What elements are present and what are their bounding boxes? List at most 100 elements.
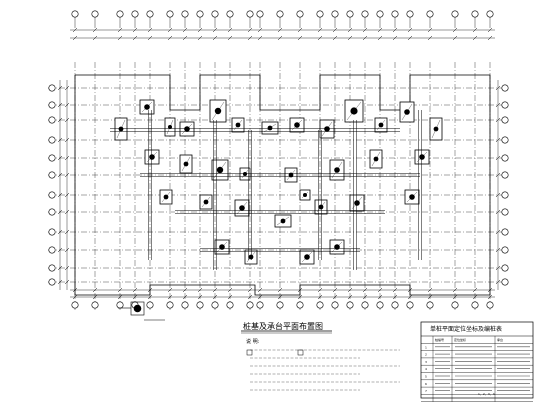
dimension-tick [117, 294, 123, 300]
dimension-tick [72, 294, 78, 300]
pile-cap-hatch [401, 103, 413, 121]
axis-bubble-bottom [376, 301, 384, 309]
dimension-tick [392, 287, 398, 293]
dimension-tick [92, 35, 98, 41]
dimension-tick [297, 27, 303, 33]
dimension-tick [197, 35, 203, 41]
dimension-tick [427, 27, 433, 33]
dimension-tick [392, 27, 398, 33]
dimension-tick [427, 35, 433, 41]
axis-bubble-top [486, 10, 494, 18]
axis-bubble-top [426, 10, 434, 18]
dimension-tick [257, 294, 263, 300]
tie-beams [110, 110, 422, 270]
dimension-tick [64, 137, 70, 143]
dimension-tick [487, 35, 493, 41]
axis-bubble-left [48, 246, 56, 254]
axis-bubble-left [48, 136, 56, 144]
dimension-tick [332, 27, 338, 33]
dimension-tick [182, 35, 188, 41]
dimension-tick [212, 27, 218, 33]
table-footer: 1、2、3、4 [478, 392, 495, 396]
dimension-tick [64, 102, 70, 108]
dimension-tick [64, 172, 70, 178]
dimension-tick [57, 209, 63, 215]
dimension-tick [64, 117, 70, 123]
axis-bubble-right [501, 228, 509, 236]
axis-bubble-left [48, 208, 56, 216]
axis-bubble-left [48, 278, 56, 286]
pile-cap-hatch [213, 161, 227, 179]
dimension-tick [182, 287, 188, 293]
dimension-tick [487, 27, 493, 33]
axis-bubble-bottom [196, 301, 204, 309]
axis-bubble-bottom [116, 301, 124, 309]
dimension-tick [472, 287, 478, 293]
dimension-tick [57, 172, 63, 178]
dimension-tick [247, 294, 253, 300]
axis-bubble-top [246, 10, 254, 18]
table-header-cell: 承台 [497, 337, 503, 342]
dimension-tick [57, 279, 63, 285]
axis-bubble-top [256, 10, 264, 18]
table-title: 单桩平面定位坐标及编桩表 [430, 325, 502, 333]
pile-cap-hatch [181, 156, 191, 172]
dimension-tick [347, 27, 353, 33]
pile-cap-hatch [236, 201, 248, 215]
pile-cap-hatch [181, 123, 193, 135]
axis-bubble-top [71, 10, 79, 18]
dimension-tick [167, 294, 173, 300]
table-row-number: 6 [425, 382, 427, 386]
pile-caps [114, 99, 443, 265]
axis-bubble-left [48, 228, 56, 236]
table-row-number: 1 [425, 345, 427, 349]
axis-bubble-right [501, 191, 509, 199]
dimension-tick [92, 287, 98, 293]
dimension-tick [227, 287, 233, 293]
dimension-tick [147, 287, 153, 293]
axis-bubble-top [346, 10, 354, 18]
dimension-tick [495, 137, 501, 143]
dimension-tick [57, 85, 63, 91]
axis-bubble-top [226, 10, 234, 18]
axis-bubble-bottom [486, 301, 494, 309]
dimension-tick [132, 294, 138, 300]
axis-bubble-left [48, 101, 56, 109]
dimension-tick [452, 287, 458, 293]
pile-cap-hatch [431, 119, 441, 139]
axis-bubble-right [501, 278, 509, 286]
dimension-tick [72, 35, 78, 41]
pile-cap-hatch [141, 101, 153, 113]
axis-bubble-bottom [346, 301, 354, 309]
dimension-tick [495, 279, 501, 285]
dimension-tick [347, 35, 353, 41]
dimension-tick [495, 172, 501, 178]
axis-bubble-right [501, 264, 509, 272]
dimension-tick [57, 229, 63, 235]
dimension-tick [64, 279, 70, 285]
axis-bubble-bottom [426, 301, 434, 309]
dimension-tick [57, 265, 63, 271]
dimension-tick [64, 247, 70, 253]
pile-cap-hatch [246, 251, 256, 263]
pile-cap-hatch [331, 241, 343, 253]
dimension-tick [347, 287, 353, 293]
dimension-tick [297, 287, 303, 293]
dimension-tick [317, 27, 323, 33]
dimension-tick [277, 294, 283, 300]
table-header-cell: 桩编号 [435, 337, 444, 342]
axis-bubble-top [131, 10, 139, 18]
dimension-tick [317, 287, 323, 293]
dimension-tick [297, 35, 303, 41]
dimension-tick [332, 35, 338, 41]
axis-bubble-top [331, 10, 339, 18]
dimension-tick [407, 27, 413, 33]
pile-cap-hatch [201, 196, 211, 208]
dimension-tick [167, 35, 173, 41]
pile-cap-hatch [286, 169, 296, 181]
pile-cap-hatch [216, 241, 228, 253]
axis-bubble-bottom [276, 301, 284, 309]
dimension-tick [72, 287, 78, 293]
dimension-tick [377, 35, 383, 41]
axis-bubble-bottom [451, 301, 459, 309]
